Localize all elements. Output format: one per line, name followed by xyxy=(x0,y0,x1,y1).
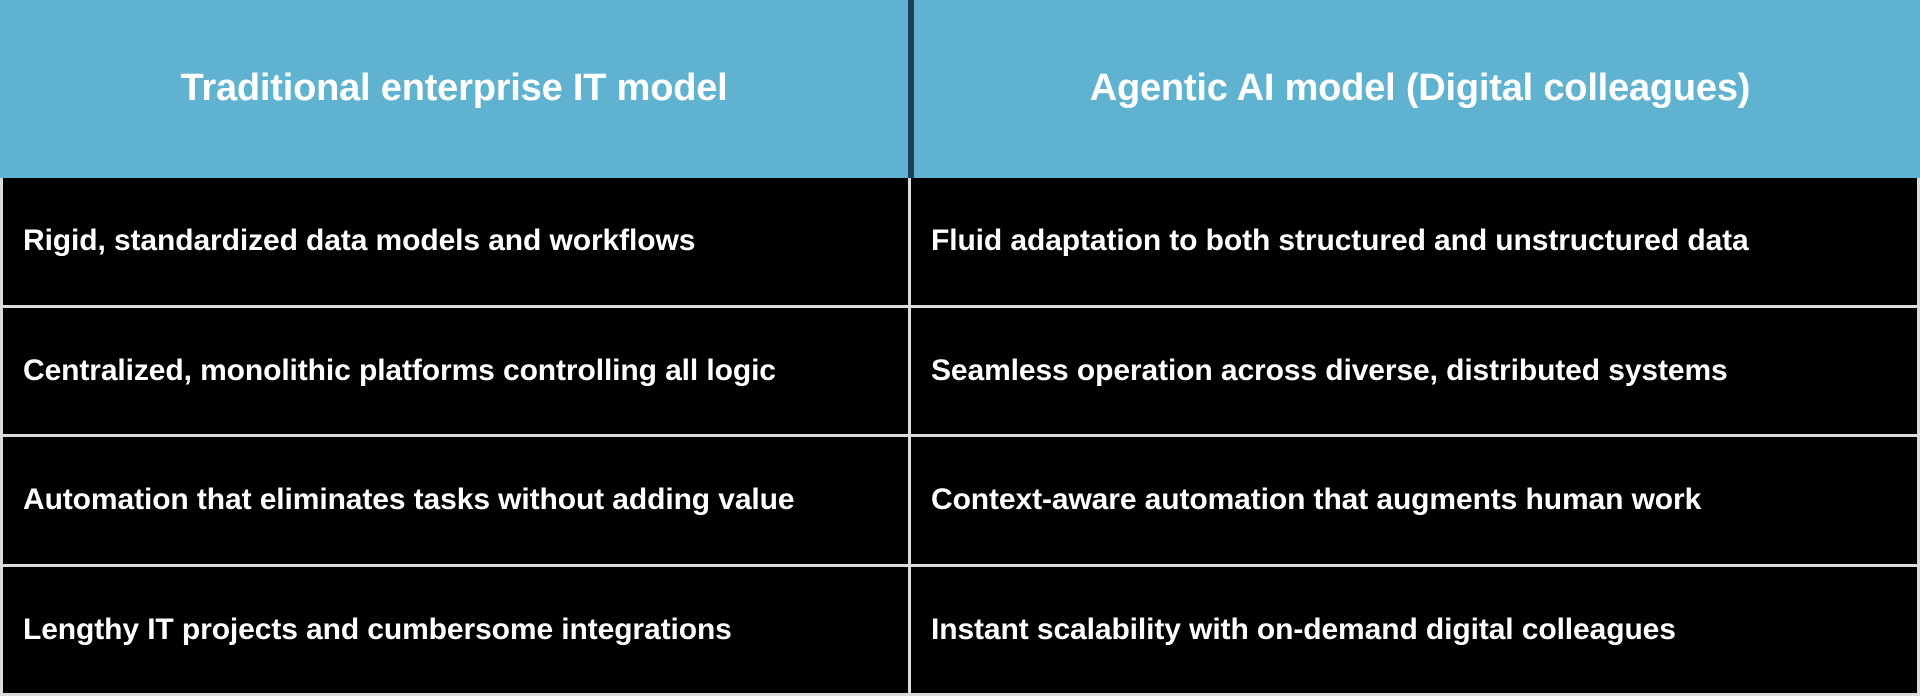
cell-agentic-2: Seamless operation across diverse, distr… xyxy=(911,308,1917,435)
cell-text: Fluid adaptation to both structured and … xyxy=(931,224,1749,258)
header-label-agentic: Agentic AI model (Digital colleagues) xyxy=(1089,67,1751,110)
cell-text: Automation that eliminates tasks without… xyxy=(23,483,795,517)
cell-agentic-3: Context-aware automation that augments h… xyxy=(911,437,1917,564)
table-header-row: Traditional enterprise IT model Agentic … xyxy=(0,0,1920,178)
table-body: Rigid, standardized data models and work… xyxy=(0,178,1920,696)
cell-traditional-1: Rigid, standardized data models and work… xyxy=(3,178,908,305)
cell-text: Instant scalability with on-demand digit… xyxy=(931,612,1676,646)
cell-text: Lengthy IT projects and cumbersome integ… xyxy=(23,612,732,646)
row-column-divider xyxy=(908,307,911,434)
cell-text: Seamless operation across diverse, distr… xyxy=(931,353,1728,387)
row-column-divider xyxy=(908,178,911,305)
header-cell-agentic: Agentic AI model (Digital colleagues) xyxy=(914,0,1920,178)
row-column-divider xyxy=(908,566,911,693)
cell-text: Rigid, standardized data models and work… xyxy=(23,224,696,258)
cell-agentic-4: Instant scalability with on-demand digit… xyxy=(911,567,1917,694)
cell-traditional-4: Lengthy IT projects and cumbersome integ… xyxy=(3,567,908,694)
header-label-traditional: Traditional enterprise IT model xyxy=(180,67,728,110)
header-cell-traditional: Traditional enterprise IT model xyxy=(0,0,908,178)
cell-traditional-3: Automation that eliminates tasks without… xyxy=(3,437,908,564)
table-row: Automation that eliminates tasks without… xyxy=(3,437,1917,567)
cell-agentic-1: Fluid adaptation to both structured and … xyxy=(911,178,1917,305)
table-row: Lengthy IT projects and cumbersome integ… xyxy=(3,566,1917,694)
cell-traditional-2: Centralized, monolithic platforms contro… xyxy=(3,308,908,435)
row-column-divider xyxy=(908,437,911,564)
table-row: Centralized, monolithic platforms contro… xyxy=(3,307,1917,437)
header-column-divider xyxy=(908,0,914,178)
cell-text: Centralized, monolithic platforms contro… xyxy=(23,353,776,387)
cell-text: Context-aware automation that augments h… xyxy=(931,483,1702,517)
table-row: Rigid, standardized data models and work… xyxy=(3,178,1917,308)
